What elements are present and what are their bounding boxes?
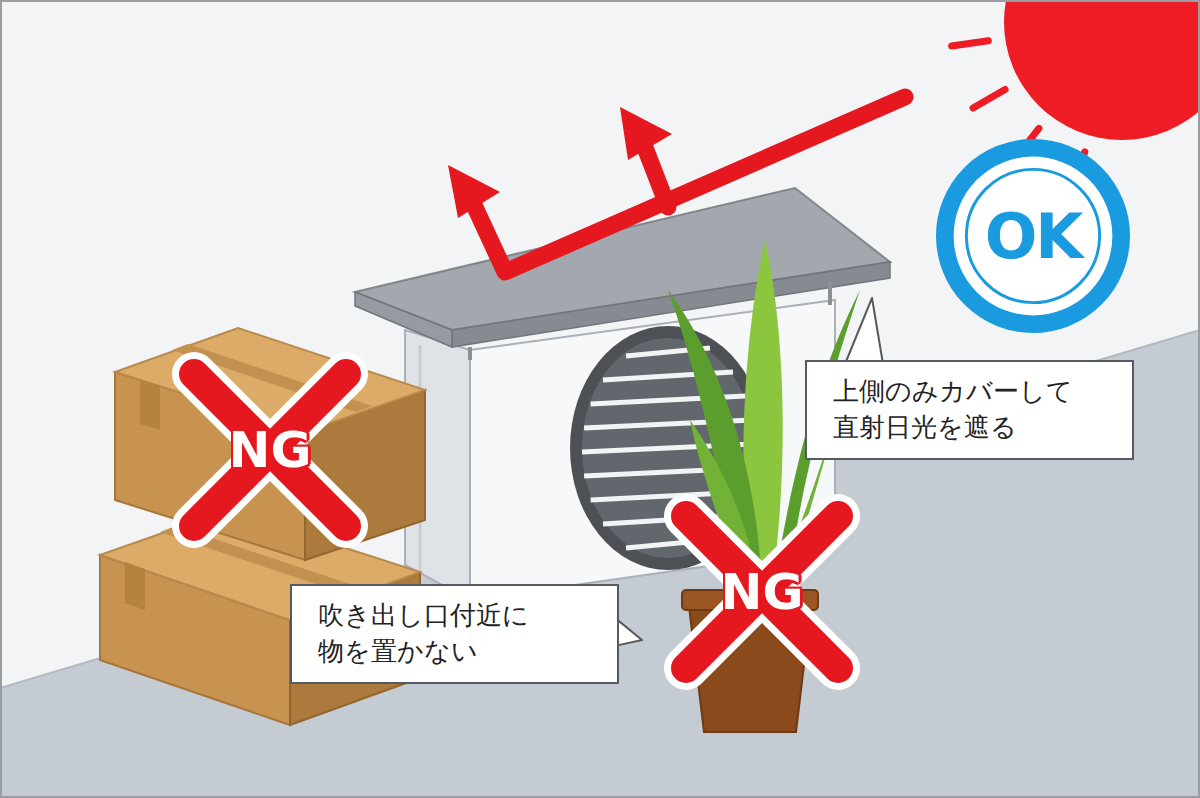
potted-plant	[668, 240, 860, 732]
sun-ray	[973, 90, 1005, 109]
callout-text: 上側のみカバーして 直射日光を遮る	[833, 374, 1106, 446]
reflection-arrows	[474, 97, 905, 272]
ok-badge: OK	[935, 138, 1131, 334]
callout-tails	[615, 298, 883, 646]
callout-tail	[845, 298, 883, 364]
ng-mark: NG	[170, 350, 370, 550]
sun-ray	[952, 41, 989, 46]
arrow-heads	[448, 107, 672, 218]
callout-text: 吹き出し口付近に 物を置かない	[318, 598, 591, 670]
callout-box: 上側のみカバーして 直射日光を遮る	[805, 360, 1134, 460]
ng-label: NG	[721, 563, 804, 621]
ok-label: OK	[985, 200, 1082, 273]
ng-mark: NG	[662, 492, 862, 692]
sun	[1004, 0, 1200, 140]
callout-box: 吹き出し口付近に 物を置かない	[290, 584, 619, 684]
callout-tail	[615, 618, 642, 646]
ng-label: NG	[229, 421, 312, 479]
